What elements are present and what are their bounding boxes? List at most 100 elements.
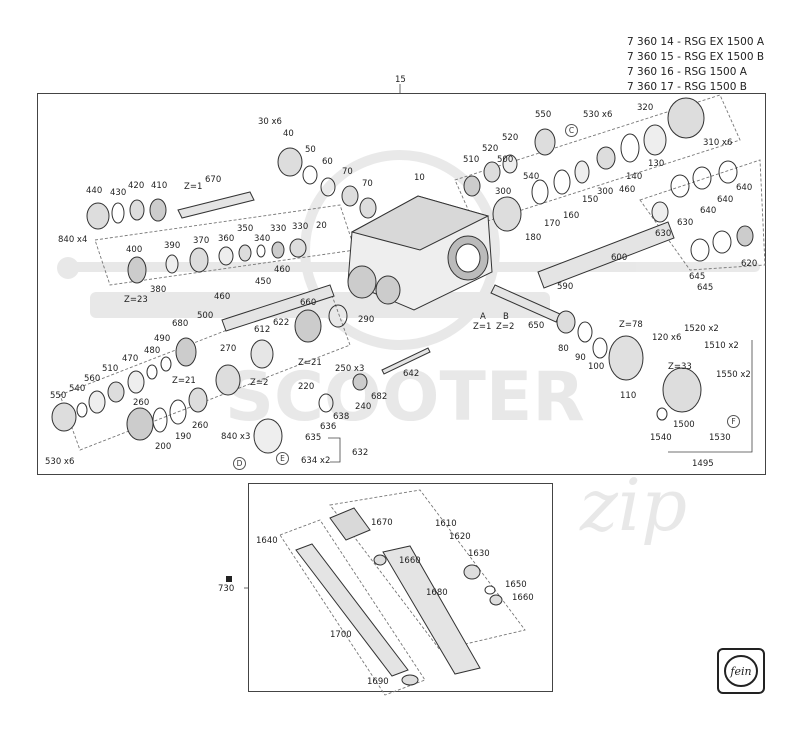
label-90: 90	[575, 353, 586, 363]
label-1670: 1670	[371, 518, 393, 528]
label-260a: 260	[133, 398, 150, 408]
label-200: 200	[155, 442, 172, 452]
part-640b	[692, 166, 712, 190]
label-300a: 300	[495, 187, 512, 197]
part-1660b	[489, 594, 503, 606]
label-645b: 645	[697, 283, 714, 293]
label-400: 400	[126, 245, 143, 255]
label-10: 10	[414, 173, 425, 183]
part-330a	[271, 241, 285, 259]
label-460c: 460	[214, 292, 231, 302]
part-632	[253, 418, 283, 454]
label-80: 80	[558, 344, 569, 354]
part-100	[592, 337, 608, 359]
label-50: 50	[305, 145, 316, 155]
label-490: 490	[154, 334, 171, 344]
part-440	[86, 202, 110, 230]
label-660: 660	[300, 298, 317, 308]
part-410	[149, 198, 167, 222]
part-420	[129, 199, 145, 221]
part-270	[215, 364, 241, 396]
label-1630: 1630	[468, 549, 490, 559]
marker-d: D	[233, 457, 246, 470]
label-620: 620	[741, 259, 758, 269]
label-510a: 510	[463, 155, 480, 165]
label-30x6: 30 x6	[258, 117, 282, 127]
part-640c	[718, 160, 738, 184]
label-500b: 500	[197, 311, 214, 321]
part-220	[318, 393, 334, 413]
label-510b: 510	[102, 364, 119, 374]
label-530a: 530 x6	[583, 110, 613, 120]
label-638: 638	[333, 412, 350, 422]
part-260b	[188, 387, 208, 413]
housing-bore-4	[455, 243, 481, 273]
part-70b	[359, 197, 377, 219]
label-640c: 640	[700, 206, 717, 216]
shaft-650	[490, 284, 561, 323]
label-1550: 1550 x2	[716, 370, 751, 380]
label-1540: 1540	[650, 433, 672, 443]
part-1660a	[373, 554, 387, 566]
part-540b	[76, 402, 88, 418]
label-470: 470	[122, 354, 139, 364]
shafts	[177, 191, 675, 677]
label-430: 430	[110, 188, 127, 198]
label-380: 380	[150, 285, 167, 295]
label-520b: 520	[482, 144, 499, 154]
label-z21b: Z=21	[172, 376, 196, 386]
part-90	[577, 321, 593, 343]
part-1540	[656, 407, 668, 421]
leader-1495	[668, 340, 753, 453]
label-540b: 540	[69, 384, 86, 394]
label-630a: 630	[677, 218, 694, 228]
model-line-3: 7 360 16 - RSG 1500 A	[627, 66, 747, 78]
leader-lines	[244, 84, 753, 589]
gear-housing	[347, 195, 493, 311]
rings-and-gears	[51, 97, 754, 686]
label-1510: 1510 x2	[704, 341, 739, 351]
label-450: 450	[255, 277, 272, 287]
shaft-670	[177, 191, 255, 219]
label-z2b: Z=2	[496, 322, 515, 332]
main-assembly-frame	[37, 93, 766, 475]
label-622: 622	[273, 318, 290, 328]
part-510a	[483, 161, 501, 183]
label-150: 150	[582, 195, 599, 205]
label-840x3: 840 x3	[221, 432, 251, 442]
label-440: 440	[86, 186, 103, 196]
part-200	[152, 407, 168, 433]
label-640a: 640	[736, 183, 753, 193]
label-z33: Z=33	[668, 362, 692, 372]
part-330b	[289, 238, 307, 258]
label-1690: 1690	[367, 677, 389, 687]
group-box-tube	[329, 489, 526, 651]
part-550b	[51, 402, 77, 432]
part-1690	[401, 674, 419, 686]
label-460a: 460	[619, 185, 636, 195]
part-300a	[463, 175, 481, 197]
label-270: 270	[220, 344, 237, 354]
label-40: 40	[283, 129, 294, 139]
label-460b: 460	[274, 265, 291, 275]
part-1500	[662, 367, 702, 413]
label-110: 110	[620, 391, 637, 401]
part-130	[643, 124, 667, 156]
svg-text:fein: fein	[729, 665, 751, 678]
part-160	[531, 179, 549, 205]
part-260a	[126, 407, 154, 441]
watermark-ball	[57, 257, 79, 279]
sub-assembly-frame	[248, 483, 553, 692]
label-240: 240	[355, 402, 372, 412]
label-300b: 300	[597, 187, 614, 197]
label-1660b: 1660	[512, 593, 534, 603]
part-70a	[341, 185, 359, 207]
label-160: 160	[563, 211, 580, 221]
part-1650	[484, 585, 496, 595]
part-550a	[534, 128, 556, 156]
label-370: 370	[193, 236, 210, 246]
part-645a	[690, 238, 710, 262]
part-682	[352, 373, 368, 391]
part-470	[127, 370, 145, 394]
